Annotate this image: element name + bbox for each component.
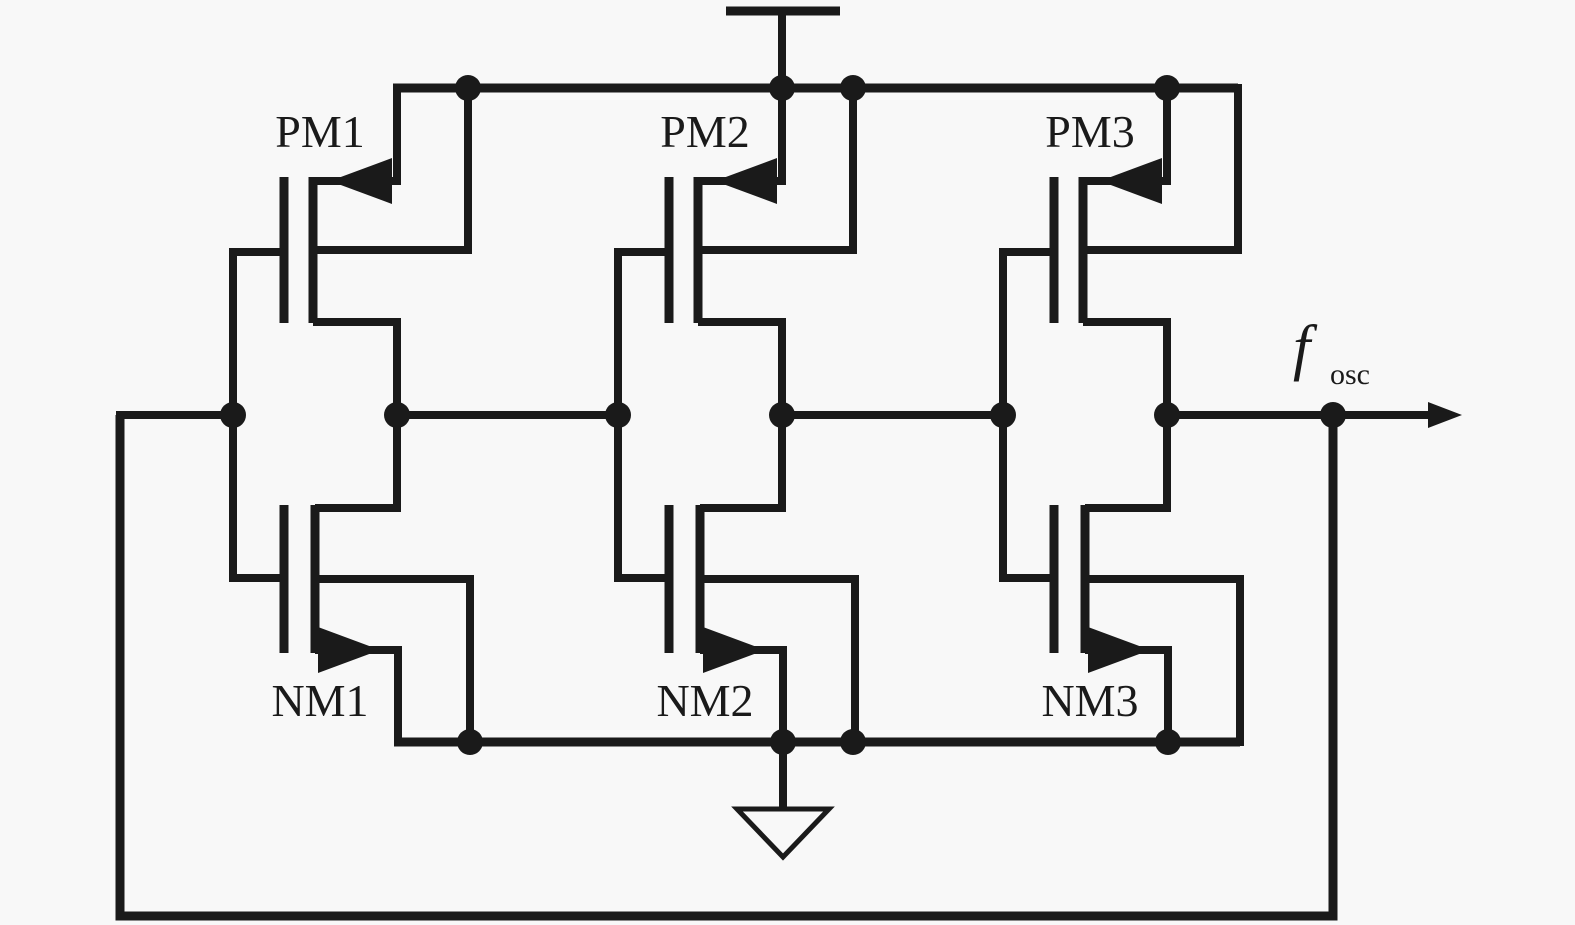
nmos-bulk-lead (700, 575, 859, 746)
junction-dot (1154, 402, 1180, 428)
ground-triangle (731, 806, 835, 861)
nmos-label: NM2 (656, 675, 753, 726)
junction-dots (220, 75, 1346, 755)
nmos-bulk-lead (1085, 575, 1244, 746)
junction-dot (384, 402, 410, 428)
junction-dot (990, 402, 1016, 428)
junction-dot (220, 402, 246, 428)
output-frequency-label: f osc (1293, 314, 1370, 391)
arrow-right-icon (1428, 402, 1462, 428)
feedback-loop-wire (115, 415, 1338, 921)
junction-dot (840, 75, 866, 101)
junction-dot (1155, 729, 1181, 755)
pmos-transistor: PM3 (999, 84, 1242, 582)
nmos-transistor: NM2 (618, 505, 859, 746)
junction-dot (1154, 75, 1180, 101)
junction-dot (769, 402, 795, 428)
junction-dot (457, 729, 483, 755)
inverter-stage-2: PM2 NM2 (614, 84, 859, 746)
inverter-stage-1: PM1 NM1 (229, 84, 474, 746)
pmos-bulk-lead (698, 84, 857, 254)
nmos-source-arrow-icon (1088, 627, 1150, 673)
nmos-source-arrow-icon (318, 627, 380, 673)
junction-dot (1320, 402, 1346, 428)
nmos-source-arrow-icon (703, 627, 765, 673)
pmos-bulk-lead (1083, 84, 1242, 254)
pmos-transistor: PM1 (229, 84, 472, 582)
power-and-nets (115, 6, 1462, 921)
junction-dot (770, 729, 796, 755)
pmos-source-arrow-icon (1100, 158, 1162, 204)
pmos-source-arrow-icon (330, 158, 392, 204)
pmos-bulk-lead (313, 84, 472, 254)
pmos-label: PM3 (1045, 106, 1134, 157)
junction-dot (605, 402, 631, 428)
output-label-main: f (1293, 314, 1318, 382)
nmos-bulk-lead (315, 575, 474, 746)
nmos-transistor: NM3 (1003, 505, 1244, 746)
pmos-transistor: PM2 (614, 84, 857, 582)
pmos-label: PM2 (660, 106, 749, 157)
pmos-label: PM1 (275, 106, 364, 157)
ground-triangle-icon (731, 742, 835, 861)
junction-dot (455, 75, 481, 101)
output-label-subscript: osc (1330, 358, 1370, 391)
nmos-transistor: NM1 (233, 505, 474, 746)
pmos-source-arrow-icon (715, 158, 777, 204)
nmos-label: NM1 (271, 675, 368, 726)
junction-dot (769, 75, 795, 101)
junction-dot (840, 729, 866, 755)
nmos-label: NM3 (1041, 675, 1138, 726)
